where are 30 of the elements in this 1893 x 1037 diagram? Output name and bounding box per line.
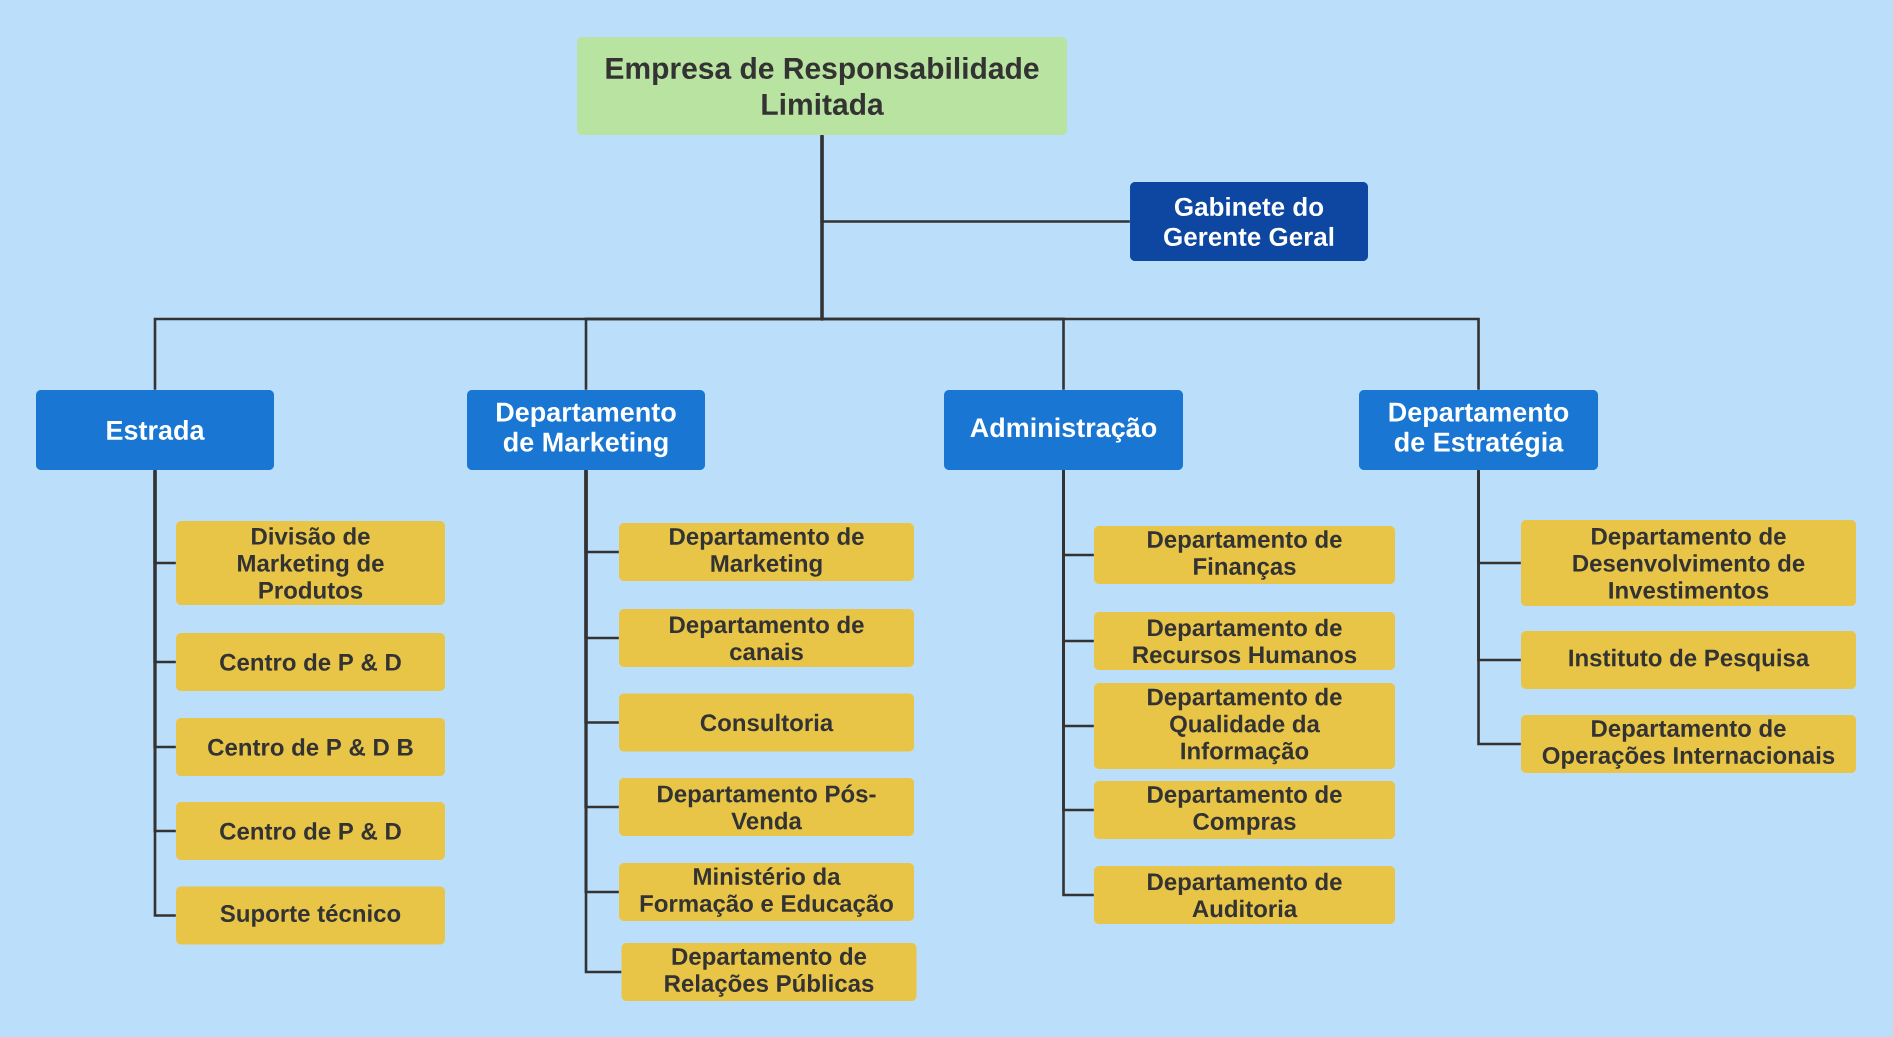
department-box: Departamento de Estratégia — [1359, 390, 1598, 470]
unit-box: Departamento de Relações Públicas — [621, 943, 917, 1001]
department-box: Departamento de Marketing — [467, 390, 705, 470]
department-box: Administração — [944, 390, 1183, 470]
unit-box: Instituto de Pesquisa — [1521, 631, 1856, 689]
unit-box: Departamento de Compras — [1094, 781, 1395, 839]
unit-box: Departamento de Auditoria — [1094, 866, 1395, 924]
connector-line — [153, 470, 176, 917]
unit-box: Ministério da Formação e Educação — [619, 863, 914, 921]
unit-box: Departamento de Desenvolvimento de Investimentos — [1521, 520, 1856, 606]
unit-box: Departamento de Operações Internacionais — [1521, 715, 1856, 773]
connector-line — [820, 135, 1480, 390]
office-box: Gabinete do Gerente Geral — [1130, 182, 1368, 261]
department-box: Estrada — [36, 390, 274, 470]
connector-line — [584, 470, 622, 974]
unit-box: Departamento de Marketing — [619, 523, 914, 581]
unit-box: Suporte técnico — [176, 886, 445, 945]
unit-box: Divisão de Marketing de Produtos — [176, 521, 445, 605]
connector-line — [1477, 470, 1521, 746]
unit-box: Consultoria — [619, 693, 914, 752]
unit-box: Departamento de Qualidade da Informação — [1094, 683, 1395, 769]
unit-box: Departamento de canais — [619, 609, 914, 667]
connector-line — [1062, 470, 1094, 897]
unit-box: Centro de P & D — [176, 802, 445, 860]
unit-box: Departamento de Finanças — [1094, 526, 1395, 584]
company-box: Empresa de Responsabilidade Limitada — [577, 37, 1067, 135]
unit-box: Departamento de Recursos Humanos — [1094, 612, 1395, 670]
unit-box: Centro de P & D B — [176, 718, 445, 776]
unit-box: Departamento Pós-Venda — [619, 778, 914, 836]
unit-box: Centro de P & D — [176, 633, 445, 691]
